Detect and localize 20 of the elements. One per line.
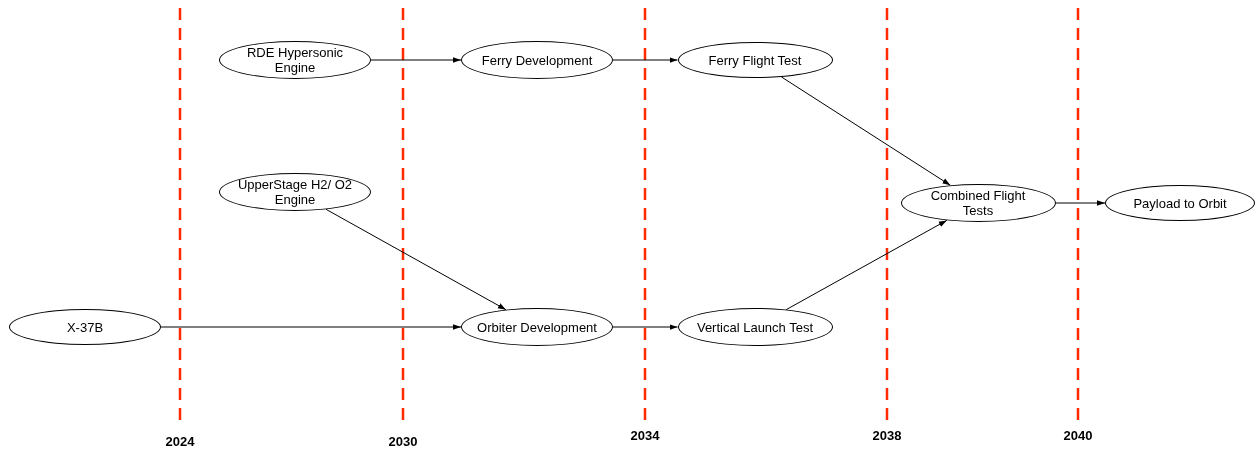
node-label: Payload to Orbit xyxy=(1132,195,1228,211)
arrow xyxy=(612,324,678,330)
node-label: Combined Flight Tests xyxy=(929,188,1027,218)
arrow xyxy=(160,324,462,330)
node-label: RDE Hypersonic Engine xyxy=(245,45,345,75)
year-label: 2024 xyxy=(165,434,195,449)
node-label: Vertical Launch Test xyxy=(695,319,815,335)
ellipse-node xyxy=(1105,185,1255,221)
node-label: Ferry Flight Test xyxy=(707,52,803,68)
year-label: 2040 xyxy=(1063,428,1093,443)
node-label: Ferry Development xyxy=(480,52,594,68)
arrow xyxy=(1055,200,1106,206)
node-label: X-37B xyxy=(65,319,105,335)
node-label: UpperStage H2/ O2 Engine xyxy=(236,177,354,207)
node-label: Orbiter Development xyxy=(476,319,598,335)
arrow xyxy=(612,57,678,63)
arrow xyxy=(370,57,462,63)
year-label: 2034 xyxy=(630,428,660,443)
year-label: 2030 xyxy=(388,434,418,449)
year-label: 2038 xyxy=(872,428,902,443)
